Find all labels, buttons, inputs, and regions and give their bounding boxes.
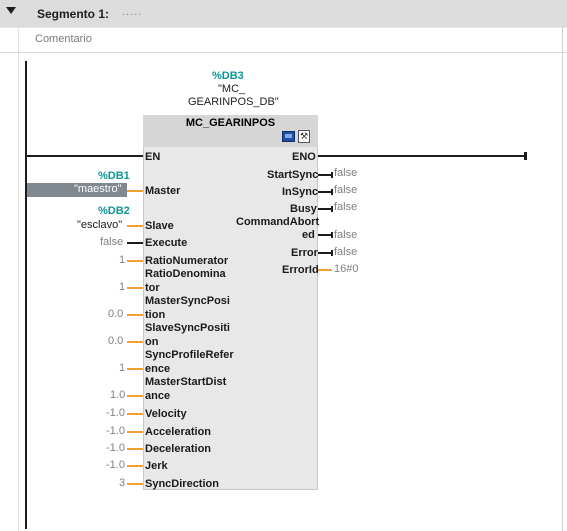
pin-velocity[interactable]: Velocity: [145, 408, 187, 420]
pin-error[interactable]: Error: [291, 247, 318, 259]
sync-profile-reference-value[interactable]: 1: [119, 362, 126, 374]
acceleration-value[interactable]: -1.0: [106, 425, 125, 437]
acceleration-wire: [127, 431, 143, 433]
error-id-wire: [318, 269, 332, 271]
slave-wire: [127, 225, 143, 227]
pin-slave-sync-position-cont[interactable]: on: [145, 336, 159, 348]
pin-busy[interactable]: Busy: [290, 203, 317, 215]
busy-value[interactable]: false: [334, 201, 358, 213]
comment-row[interactable]: [0, 27, 567, 53]
execute-wire: [127, 242, 143, 244]
pin-slave[interactable]: Slave: [145, 220, 174, 232]
segment-left-border: [18, 27, 19, 531]
error-value[interactable]: false: [334, 246, 358, 258]
instance-db-name-line1[interactable]: "MC_: [218, 83, 246, 95]
jerk-wire: [127, 465, 143, 467]
pin-command-aborted-cont[interactable]: ed: [302, 229, 315, 241]
segment-right-border: [562, 27, 563, 531]
segment-title: Segmento 1:: [37, 7, 110, 21]
pin-sync-direction[interactable]: SyncDirection: [145, 478, 219, 490]
pin-eno[interactable]: ENO: [292, 151, 316, 163]
instance-db-tag[interactable]: %DB3: [212, 70, 244, 82]
command-aborted-value[interactable]: false: [334, 229, 358, 241]
start-sync-wire: [318, 174, 332, 176]
start-sync-coil-mark: [331, 172, 333, 178]
error-wire: [318, 252, 332, 254]
error-coil-mark: [331, 250, 333, 256]
command-aborted-coil-mark: [331, 232, 333, 238]
slave-sync-position-wire: [127, 341, 143, 343]
pin-master-sync-position-cont[interactable]: tion: [145, 309, 166, 321]
master-start-distance-value[interactable]: 1.0: [110, 389, 126, 401]
collapse-arrow-icon[interactable]: [6, 7, 16, 14]
in-sync-coil-mark: [331, 189, 333, 195]
axis-icon[interactable]: [282, 131, 295, 142]
pin-jerk[interactable]: Jerk: [145, 460, 168, 472]
pin-command-aborted[interactable]: CommandAbort: [236, 216, 320, 228]
command-aborted-wire: [318, 234, 332, 236]
segment-comment[interactable]: Comentario: [35, 33, 92, 45]
pin-master-sync-position[interactable]: MasterSyncPosi: [145, 295, 230, 307]
pin-execute[interactable]: Execute: [145, 237, 188, 249]
sync-direction-value[interactable]: 3: [119, 477, 126, 489]
pin-en[interactable]: EN: [145, 151, 161, 163]
pin-sync-profile-reference[interactable]: SyncProfileRefer: [145, 349, 234, 361]
sync-profile-reference-wire: [127, 368, 143, 370]
pin-slave-sync-position[interactable]: SlaveSyncPositi: [145, 322, 230, 334]
ratio-numerator-value[interactable]: 1: [119, 254, 126, 266]
deceleration-value[interactable]: -1.0: [106, 442, 125, 454]
master-start-distance-wire: [127, 395, 143, 397]
sync-direction-wire: [127, 483, 143, 485]
pin-in-sync[interactable]: InSync: [282, 186, 319, 198]
diagnostics-icon[interactable]: ⚒: [298, 130, 310, 143]
jerk-value[interactable]: -1.0: [106, 459, 125, 471]
pin-master-start-distance-cont[interactable]: ance: [145, 390, 171, 402]
master-wire: [127, 190, 143, 192]
master-operand-highlight[interactable]: [27, 183, 127, 197]
ratio-numerator-wire: [127, 260, 143, 262]
eno-rung-wire[interactable]: [318, 155, 525, 157]
in-sync-wire: [318, 191, 332, 193]
master-operand[interactable]: "maestro": [74, 183, 122, 195]
power-rail: [25, 61, 27, 529]
pin-sync-profile-reference-cont[interactable]: ence: [145, 363, 171, 375]
pin-start-sync[interactable]: StartSync: [267, 169, 319, 181]
ratio-denominator-value[interactable]: 1: [119, 281, 126, 293]
function-block[interactable]: [143, 115, 318, 490]
velocity-value[interactable]: -1.0: [106, 407, 125, 419]
pin-deceleration[interactable]: Deceleration: [145, 443, 212, 455]
segment-header[interactable]: [0, 0, 567, 27]
start-sync-value[interactable]: false: [334, 167, 358, 179]
segment-title-input[interactable]: .....: [122, 6, 143, 18]
busy-coil-mark: [331, 206, 333, 212]
error-id-value[interactable]: 16#0: [334, 263, 359, 275]
pin-error-id[interactable]: ErrorId: [282, 264, 319, 276]
ratio-denominator-wire: [127, 287, 143, 289]
pin-master-start-distance[interactable]: MasterStartDist: [145, 376, 227, 388]
slave-sync-position-value[interactable]: 0.0: [108, 335, 124, 347]
pin-master[interactable]: Master: [145, 185, 181, 197]
pin-ratio-denominator-cont[interactable]: tor: [145, 282, 160, 294]
master-sync-position-wire: [127, 314, 143, 316]
master-sync-position-value[interactable]: 0.0: [108, 308, 124, 320]
pin-ratio-numerator[interactable]: RatioNumerator: [145, 255, 229, 267]
en-rung-wire[interactable]: [25, 155, 143, 157]
pin-acceleration[interactable]: Acceleration: [145, 426, 212, 438]
busy-wire: [318, 208, 332, 210]
deceleration-wire: [127, 448, 143, 450]
rung-end-marker: [524, 152, 527, 160]
in-sync-value[interactable]: false: [334, 184, 358, 196]
slave-operand[interactable]: "esclavo": [77, 219, 123, 231]
execute-value[interactable]: false: [100, 236, 124, 248]
instance-db-name-line2[interactable]: GEARINPOS_DB": [188, 96, 279, 108]
block-title: MC_GEARINPOS: [185, 117, 276, 129]
slave-db-tag[interactable]: %DB2: [98, 205, 130, 217]
pin-ratio-denominator[interactable]: RatioDenomina: [145, 268, 226, 280]
velocity-wire: [127, 413, 143, 415]
master-db-tag[interactable]: %DB1: [98, 170, 130, 182]
